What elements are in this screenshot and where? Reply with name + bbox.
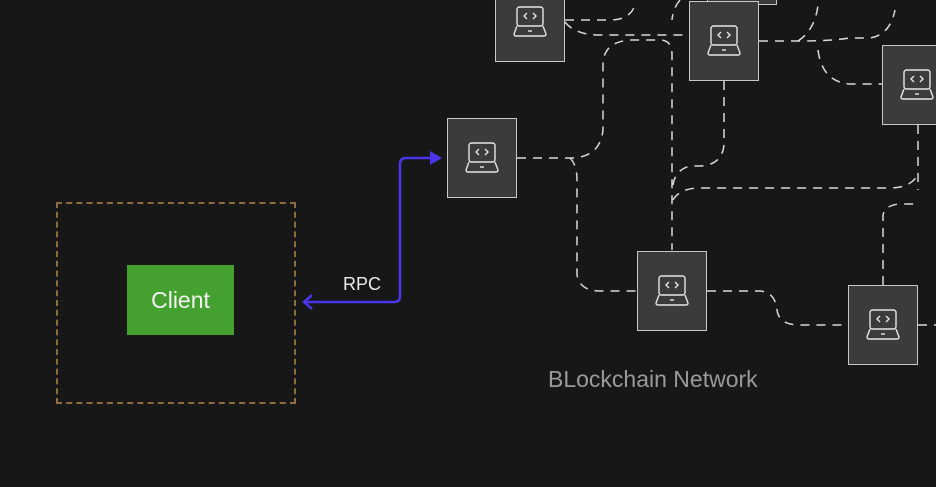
client-box[interactable]: Client: [127, 265, 234, 335]
laptop-code-icon: [464, 141, 500, 175]
link: [707, 290, 848, 326]
link: [517, 39, 673, 250]
laptop-code-icon: [654, 274, 690, 308]
link: [564, 21, 689, 36]
link: [569, 157, 637, 292]
link: [671, 0, 681, 21]
link: [797, 4, 819, 42]
network-node[interactable]: [637, 251, 707, 331]
network-label: BLockchain Network: [548, 366, 758, 392]
network-node[interactable]: [882, 45, 936, 125]
link: [759, 9, 896, 42]
link: [882, 203, 915, 285]
network-node[interactable]: [447, 118, 517, 198]
link: [672, 174, 919, 201]
network-node[interactable]: [495, 0, 565, 62]
link: [817, 49, 882, 85]
laptop-code-icon: [706, 24, 742, 58]
rpc-arrow-line: [304, 156, 436, 304]
rpc-label: RPC: [343, 274, 382, 294]
laptop-code-icon: [899, 68, 935, 102]
rpc-arrow-head-right: [430, 151, 442, 165]
laptop-code-icon: [865, 308, 901, 342]
link: [672, 81, 725, 186]
laptop-code-icon: [512, 5, 548, 39]
rpc-arrow-head-left: [302, 294, 313, 310]
network-node[interactable]: [848, 285, 918, 365]
client-frame: [56, 202, 296, 404]
link: [565, 4, 636, 21]
network-node[interactable]: [689, 1, 759, 81]
